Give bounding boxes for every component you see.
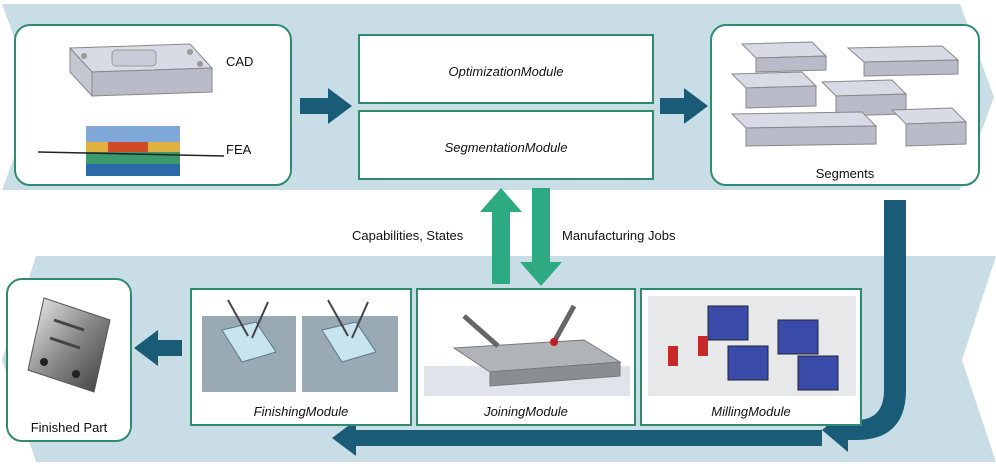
arrow-segments-to-milling: [822, 200, 906, 452]
milling-module-box: MillingModule: [640, 288, 862, 426]
cad-model-image: [68, 43, 214, 98]
finished-part-label: Finished Part: [30, 420, 108, 435]
joining-module-image: [424, 304, 630, 396]
joining-module-label: JoiningModule: [484, 404, 568, 419]
optimization-module-box: OptimizationModule: [358, 34, 654, 104]
capabilities-states-label: Capabilities, States: [352, 228, 464, 243]
optimization-module-label: OptimizationModule: [448, 64, 564, 79]
arrow-bottom-return: [332, 420, 822, 456]
finished-part-image: [27, 297, 111, 393]
fea-model-image: [38, 126, 225, 176]
arrow-input-to-modules: [300, 88, 352, 124]
segments-label: Segments: [815, 166, 875, 181]
arrow-capabilities-up: [480, 188, 522, 284]
segmentation-module-box: SegmentationModule: [358, 110, 654, 180]
arrow-finishing-to-part: [134, 330, 182, 366]
milling-module-label: MillingModule: [711, 404, 791, 419]
cad-label: CAD: [226, 54, 254, 69]
milling-module-image: [648, 296, 856, 396]
fea-label: FEA: [226, 142, 252, 157]
arrow-jobs-down: [520, 188, 562, 286]
segments-box: Segments: [710, 24, 980, 186]
segmentation-module-label: SegmentationModule: [444, 140, 568, 155]
input-box: CAD FEA: [14, 24, 292, 186]
manufacturing-jobs-label: Manufacturing Jobs: [562, 228, 676, 243]
segments-image: [730, 41, 968, 147]
finished-part-box: Finished Part: [6, 278, 132, 442]
arrow-modules-to-segments: [660, 88, 708, 124]
finishing-module-box: FinishingModule: [190, 288, 412, 426]
finishing-module-image: [202, 299, 398, 392]
finishing-module-label: FinishingModule: [253, 404, 349, 419]
joining-module-box: JoiningModule: [416, 288, 636, 426]
